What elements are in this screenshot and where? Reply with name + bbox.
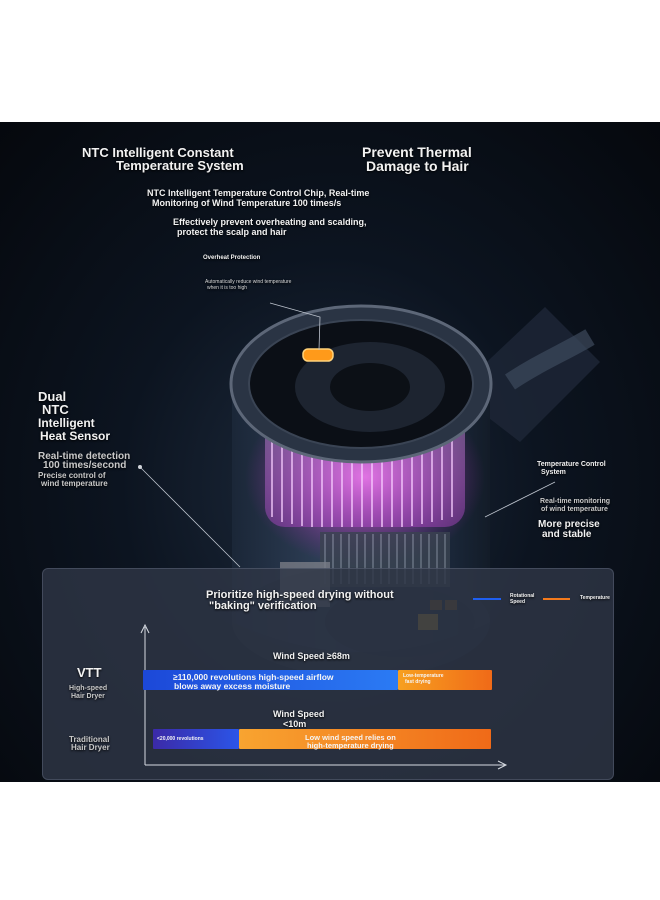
vtt-wind-speed: Wind Speed ≥68m [273,651,350,661]
traditional-label-line1: Traditional [69,735,110,744]
legend-rotational-speed: Rotational Speed [510,593,535,605]
traditional-bar-text: <20,000 revolutions [157,736,204,742]
subtitle-2-line2: protect the scalp and hair [177,227,287,237]
title-right-line2: Damage to Hair [366,158,469,174]
vtt-temp-text-line2: fast drying [405,679,431,685]
traditional-rotational-bar [153,729,239,749]
vtt-label-line1: High-speed [69,685,108,692]
right-line1: Real-time monitoring [540,498,611,505]
right-line3: More precise [538,519,600,530]
right-line2: of wind temperature [541,506,608,513]
vtt-bar-text-line2: blows away excess moisture [174,681,291,691]
traditional-label-line2: Hair Dryer [71,743,110,752]
left-callout-line [139,466,241,568]
vtt-bar-text-line1: ≥110,000 revolutions high-speed airflow [173,672,334,682]
vtt-label-line2: Hair Dryer [71,693,105,700]
title-left-line2: Temperature System [116,158,244,173]
overheat-callout-line [269,302,321,351]
overheat-desc-line1: Automatically reduce wind temperature [205,279,292,285]
left-line2: 100 times/second [43,460,127,471]
left-title-line3: Intelligent [38,416,95,430]
right-line4: and stable [542,529,592,540]
right-title-line1: Temperature Control [537,461,606,468]
traditional-temp-text-line1: Low wind speed relies on [305,733,396,742]
title-left-line1: NTC Intelligent Constant [82,145,234,160]
title-right-line1: Prevent Thermal [362,144,472,160]
left-title-line4: Heat Sensor [40,429,111,443]
left-line3: Precise control of [38,471,106,480]
left-line4: wind temperature [41,479,108,488]
left-title-line2: NTC [42,402,69,417]
vtt-brand: VTT [77,665,102,680]
overheat-desc-line2: when it is too high [207,285,248,291]
comparison-heading-line2: "baking" verification [209,600,317,612]
comparison-panel: Prioritize high-speed drying without "ba… [42,568,614,780]
comparison-axes [140,598,570,770]
traditional-wind-speed-line2: <10m [283,719,307,729]
left-line1: Real-time detection [38,451,131,462]
product-poster: NTC Intelligent Constant Temperature Sys… [0,122,660,782]
traditional-wind-speed-line1: Wind Speed [273,709,325,719]
traditional-temperature-bar [239,729,491,749]
ntc-sensor [302,348,334,362]
vtt-temp-text-line1: Low-temperature [403,673,444,679]
left-title-line1: Dual [38,389,67,404]
overheat-title: Overheat Protection [203,255,261,261]
subtitle-2-line1: Effectively prevent overheating and scal… [173,217,367,227]
comparison-heading-line1: Prioritize high-speed drying without [206,589,394,601]
traditional-temp-text-line2: high-temperature drying [307,741,394,750]
vtt-rotational-bar [143,670,398,690]
subtitle-1-line1: NTC Intelligent Temperature Control Chip… [147,188,370,198]
legend-temperature: Temperature [580,595,610,601]
subtitle-1-line2: Monitoring of Wind Temperature 100 times… [152,198,342,208]
right-title-line2: System [541,469,566,476]
vtt-temperature-bar [398,670,492,690]
right-callout-line [484,481,556,518]
